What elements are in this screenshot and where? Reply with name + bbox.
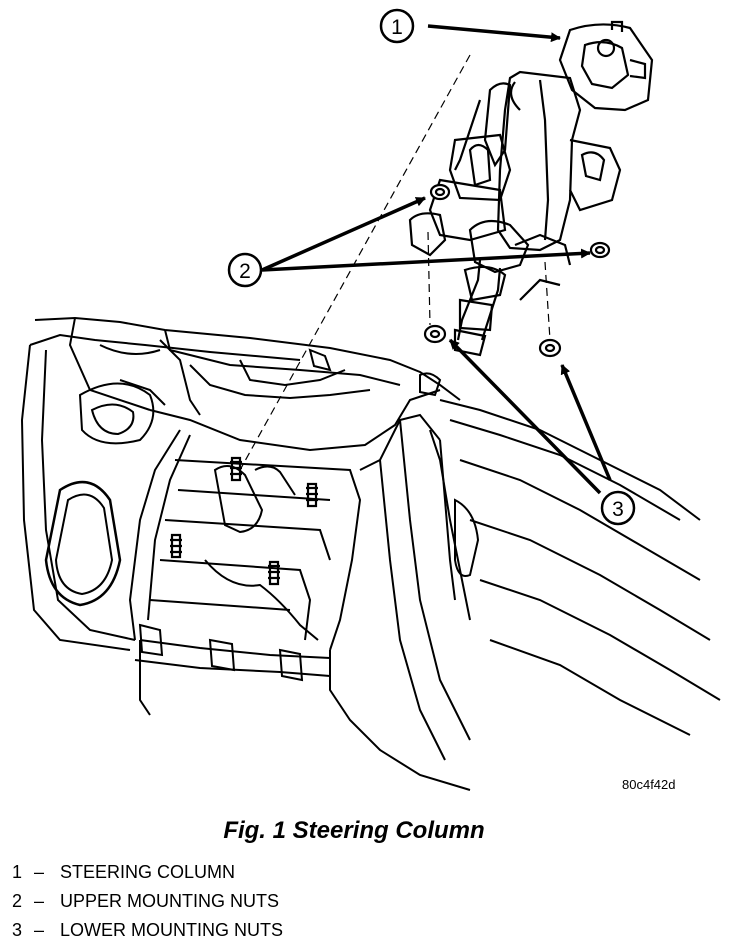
- legend: 1 – STEERING COLUMN 2 – UPPER MOUNTING N…: [12, 858, 283, 945]
- figure-reference-id: 80c4f42d: [622, 777, 676, 792]
- steering-column-diagram: 1 2 3: [20, 8, 721, 791]
- legend-number: 1: [12, 862, 23, 882]
- callout-arrows: [261, 24, 612, 495]
- figure-caption-text: Fig. 1 Steering Column: [223, 817, 485, 844]
- legend-label: STEERING COLUMN: [60, 862, 236, 882]
- upper-mounting-nuts: [429, 183, 611, 259]
- legend-item-upper-mounting-nuts: 2 – UPPER MOUNTING NUTS: [12, 887, 283, 916]
- lower-mounting-nuts: [423, 324, 562, 358]
- mounting-studs: [170, 456, 318, 586]
- callout-1: 1: [379, 8, 415, 44]
- legend-number: 2: [12, 891, 23, 911]
- legend-label: LOWER MOUNTING NUTS: [60, 920, 283, 940]
- svg-text:3: 3: [612, 498, 624, 521]
- legend-item-lower-mounting-nuts: 3 – LOWER MOUNTING NUTS: [12, 916, 283, 945]
- legend-dash: –: [34, 862, 45, 882]
- steering-column-assembly: [408, 20, 654, 357]
- legend-number: 3: [12, 920, 23, 940]
- callout-3: 3: [600, 490, 636, 526]
- legend-dash: –: [34, 891, 45, 911]
- svg-text:1: 1: [391, 16, 403, 39]
- alignment-lines: [239, 54, 551, 471]
- svg-text:2: 2: [239, 260, 251, 283]
- callout-2: 2: [227, 252, 263, 288]
- instrument-panel-drawing: [20, 316, 721, 791]
- legend-dash: –: [34, 920, 45, 940]
- legend-label: UPPER MOUNTING NUTS: [60, 891, 280, 911]
- legend-item-steering-column: 1 – STEERING COLUMN: [12, 858, 283, 887]
- figure-caption: Fig. 1 Steering Column: [0, 817, 736, 845]
